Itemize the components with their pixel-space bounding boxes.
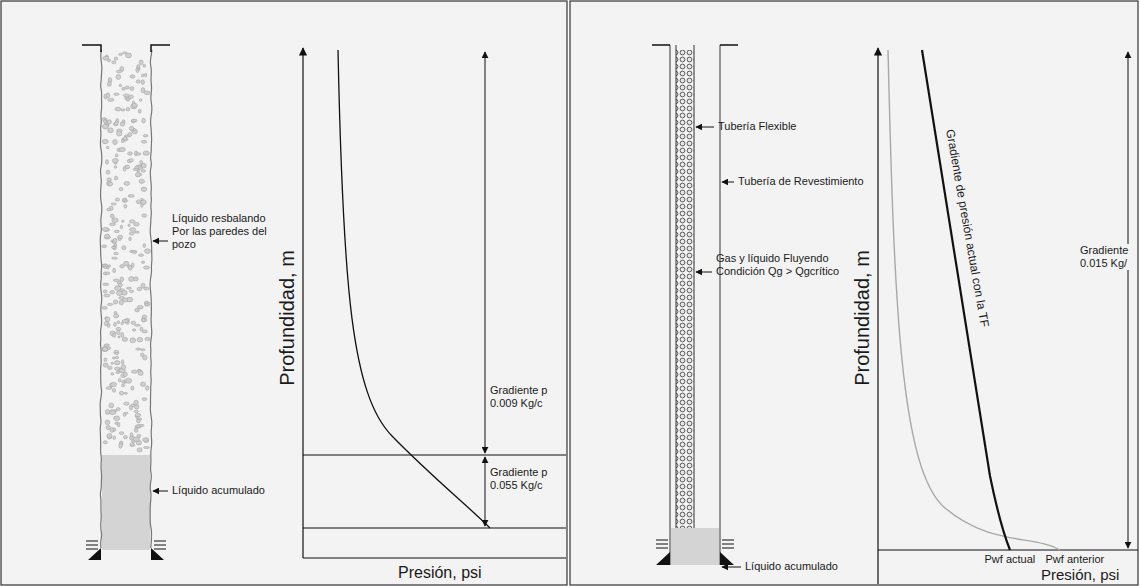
panel — [1, 1, 567, 585]
axis-title: Presión, psi — [1041, 566, 1119, 584]
callout-label: Gas y líquido Fluyendo Condición Qg > Qg… — [716, 252, 844, 278]
pressure-label: Pwf anterior — [1046, 553, 1105, 566]
accumulated-liquid — [102, 455, 150, 550]
chart-right — [878, 48, 1138, 584]
axis-title: Profundidad, m — [850, 250, 874, 386]
gradient-label: Gradiente p 0.055 Kg/c — [490, 466, 556, 492]
callout-label: Líquido acumulado — [745, 560, 838, 573]
gradient-label: Gradiente p 0.009 Kg/c — [490, 384, 556, 410]
callout-label: Líquido acumulado — [172, 484, 265, 497]
chart-left — [303, 48, 566, 558]
well-left — [82, 45, 170, 560]
callout-label: Tubería de Revestimiento — [738, 175, 864, 188]
axis-title: Profundidad, m — [275, 250, 299, 386]
pressure-label: Pwf actual — [985, 553, 1036, 566]
gradient-label: Gradiente 0.015 Kg/ — [1080, 244, 1136, 270]
panel — [570, 1, 1138, 585]
axis-title: Presión, psi — [398, 563, 482, 582]
callout-label: Líquido resbalando Por las paredes del p… — [172, 212, 272, 252]
flexible-tubing — [676, 50, 694, 528]
accumulated-liquid — [671, 528, 719, 565]
callout-label: Tubería Flexible — [718, 120, 796, 133]
curve-label: Gradiente de presión actual con la TF — [942, 128, 991, 328]
